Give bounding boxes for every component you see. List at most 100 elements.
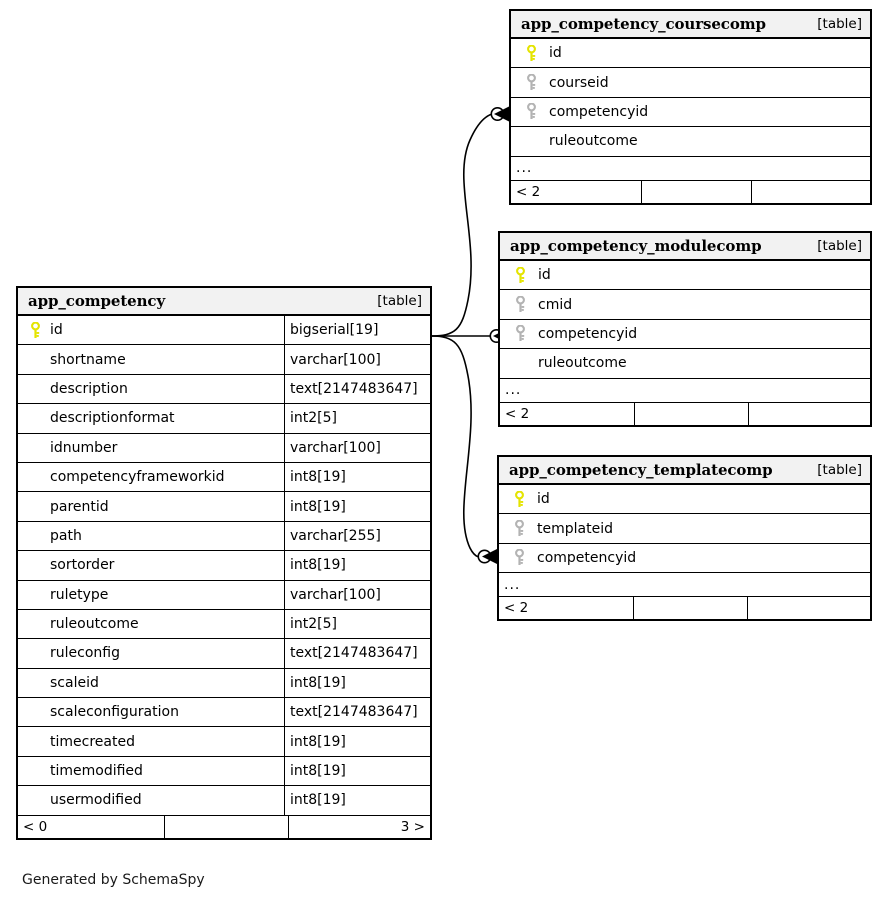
column-row[interactable]: usermodified int8[19]: [18, 786, 430, 816]
column-row[interactable]: id: [500, 261, 870, 291]
column-row[interactable]: cmid: [500, 290, 870, 320]
more-columns-indicator: ...: [500, 379, 870, 403]
column-name: courseid: [549, 74, 609, 91]
column-name-cell: ruleoutcome: [500, 349, 870, 377]
column-name: competencyid: [537, 549, 637, 566]
column-row[interactable]: ruleoutcome: [511, 127, 870, 157]
column-name-cell: description: [18, 375, 284, 403]
column-name: templateid: [537, 520, 613, 537]
column-type: varchar[100]: [284, 433, 430, 462]
column-row[interactable]: descriptionformat int2[5]: [18, 404, 430, 434]
footer-outgoing-count[interactable]: [751, 180, 870, 203]
column-row[interactable]: competencyid: [500, 320, 870, 350]
footer-incoming-count[interactable]: < 2: [505, 405, 530, 422]
column-row[interactable]: id: [499, 485, 870, 515]
column-type: bigserial[19]: [284, 316, 430, 345]
table-type-tag: [table]: [817, 238, 862, 254]
column-name: scaleid: [50, 674, 99, 691]
column-row[interactable]: ruleconfig text[2147483647]: [18, 639, 430, 669]
column-row[interactable]: id: [511, 39, 870, 69]
column-row[interactable]: path varchar[255]: [18, 521, 430, 552]
column-name: ruleoutcome: [538, 355, 627, 372]
column-type: int8[19]: [284, 462, 430, 492]
column-name: competencyid: [549, 103, 649, 120]
column-name: timemodified: [50, 763, 143, 780]
column-row[interactable]: ruleoutcome int2[5]: [18, 609, 430, 640]
footer-middle: [634, 402, 748, 425]
column-name: id: [549, 45, 562, 62]
primary-key-icon: [506, 266, 534, 284]
column-name-cell: ruleoutcome: [18, 610, 284, 638]
footer-outgoing-count[interactable]: [747, 597, 870, 620]
table-app-competency[interactable]: app_competency [table] id bigserial[19] …: [16, 286, 432, 840]
column-row[interactable]: id bigserial[19]: [18, 316, 430, 346]
column-type: int2[5]: [284, 404, 430, 433]
column-row[interactable]: timemodified int8[19]: [18, 756, 430, 787]
table-app-competency-coursecomp[interactable]: app_competency_coursecomp [table] id cou…: [509, 9, 872, 205]
table-app-competency-templatecomp[interactable]: app_competency_templatecomp [table] id t…: [497, 455, 872, 622]
table-type-tag: [table]: [817, 462, 862, 478]
column-name: id: [537, 491, 550, 508]
footer-outgoing-count[interactable]: 3 >: [288, 815, 430, 838]
column-name: sortorder: [50, 557, 115, 574]
column-row[interactable]: scaleconfiguration text[2147483647]: [18, 698, 430, 728]
column-row[interactable]: competencyid: [511, 98, 870, 128]
footer-outgoing-count[interactable]: [748, 402, 870, 425]
column-type: text[2147483647]: [284, 374, 430, 404]
column-type: int8[19]: [284, 786, 430, 815]
column-name: path: [50, 527, 82, 544]
column-row[interactable]: description text[2147483647]: [18, 374, 430, 405]
column-row[interactable]: scaleid int8[19]: [18, 668, 430, 699]
primary-key-icon: [505, 490, 533, 508]
footer-incoming-count[interactable]: < 2: [504, 600, 529, 617]
table-name: app_competency: [28, 292, 166, 310]
more-columns-indicator: ...: [499, 573, 870, 598]
column-row[interactable]: timecreated int8[19]: [18, 727, 430, 757]
column-name-cell: scaleid: [18, 669, 284, 697]
primary-key-icon: [24, 321, 46, 339]
column-name-cell: path: [18, 522, 284, 550]
column-row[interactable]: ruletype varchar[100]: [18, 580, 430, 610]
column-type: int8[19]: [284, 727, 430, 756]
table-type-tag: [table]: [817, 16, 862, 32]
column-type: int8[19]: [284, 668, 430, 698]
column-name-cell: ruletype: [18, 581, 284, 609]
primary-key-icon: [517, 44, 545, 62]
column-row[interactable]: competencyid: [499, 544, 870, 574]
column-name-cell: ruleconfig: [18, 639, 284, 667]
column-type: int8[19]: [284, 492, 430, 521]
column-name: parentid: [50, 498, 109, 515]
column-row[interactable]: competencyframeworkid int8[19]: [18, 462, 430, 493]
column-type: varchar[100]: [284, 345, 430, 374]
footer-middle: [164, 815, 288, 838]
footer-incoming-count[interactable]: < 0: [23, 818, 48, 835]
column-name-cell: competencyframeworkid: [18, 463, 284, 491]
column-row[interactable]: templateid: [499, 514, 870, 544]
table-footer: < 2: [511, 180, 870, 203]
table-header: app_competency_templatecomp [table]: [499, 457, 870, 485]
column-name-cell: scaleconfiguration: [18, 698, 284, 726]
table-header: app_competency_coursecomp [table]: [511, 11, 870, 39]
table-name: app_competency_modulecomp: [510, 237, 762, 255]
table-app-competency-modulecomp[interactable]: app_competency_modulecomp [table] id cmi…: [498, 231, 872, 427]
foreign-key-icon: [517, 103, 545, 120]
column-row[interactable]: sortorder int8[19]: [18, 551, 430, 581]
column-name: idnumber: [50, 439, 118, 456]
column-row[interactable]: courseid: [511, 68, 870, 98]
column-row[interactable]: ruleoutcome: [500, 349, 870, 379]
column-row[interactable]: idnumber varchar[100]: [18, 433, 430, 463]
footer-incoming-count[interactable]: < 2: [516, 183, 541, 200]
column-type: int2[5]: [284, 609, 430, 639]
footer-middle: [641, 180, 751, 203]
column-name: descriptionformat: [50, 410, 175, 427]
column-name: description: [50, 380, 128, 397]
column-name-cell: sortorder: [18, 551, 284, 579]
table-header: app_competency [table]: [18, 288, 430, 316]
column-row[interactable]: shortname varchar[100]: [18, 345, 430, 375]
column-name: scaleconfiguration: [50, 704, 179, 721]
column-name-cell: courseid: [511, 68, 870, 96]
column-name-cell: competencyid: [511, 98, 870, 126]
column-row[interactable]: parentid int8[19]: [18, 492, 430, 522]
column-name-cell: cmid: [500, 290, 870, 318]
